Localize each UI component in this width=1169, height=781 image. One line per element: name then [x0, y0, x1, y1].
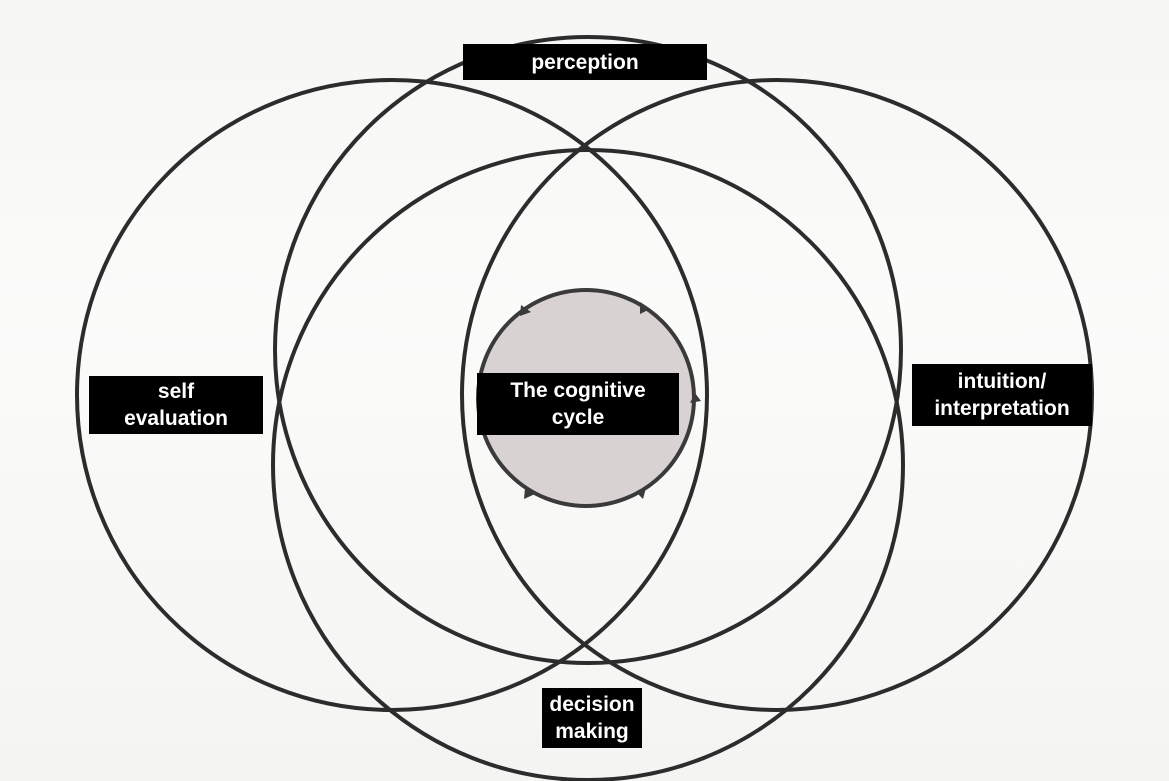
ring-decision-making [271, 148, 905, 781]
label-perception: perception [463, 44, 707, 80]
label-intuition-line2: interpretation [934, 397, 1070, 420]
label-decision-making-line1: decision [549, 693, 635, 716]
label-decision-making-line2: making [555, 720, 629, 743]
ring-intuition-interpretation [460, 78, 1094, 712]
label-cognitive-cycle-line1: The cognitive [510, 379, 646, 402]
cycle-arrow-icon [690, 393, 701, 403]
cycle-arrow-icon [636, 488, 646, 499]
label-perception-text: perception [531, 50, 639, 74]
label-cognitive-cycle-line2: cycle [551, 406, 605, 429]
cycle-arrow-icon [520, 305, 531, 316]
label-intuition-interpretation: intuition/ interpretation [912, 364, 1092, 426]
ring-perception [273, 35, 903, 665]
cycle-arrow-icon [640, 302, 650, 314]
label-self-evaluation-line2: evaluation [124, 407, 228, 430]
label-decision-making: decision making [542, 688, 642, 748]
cycle-arrow-icon [524, 488, 535, 499]
label-intuition-line1: intuition/ [957, 370, 1047, 393]
label-self-evaluation: self evaluation [89, 376, 263, 434]
label-cognitive-cycle: The cognitive cycle [477, 373, 679, 435]
label-self-evaluation-line1: self [157, 380, 195, 403]
